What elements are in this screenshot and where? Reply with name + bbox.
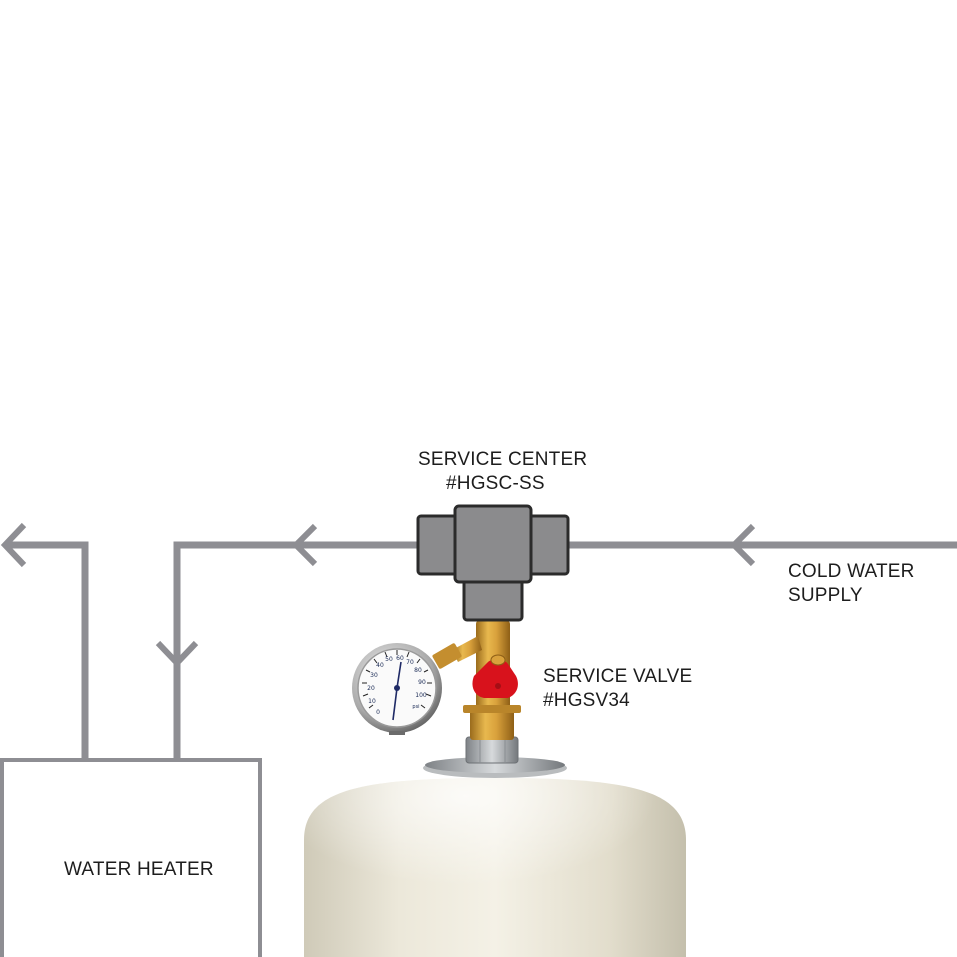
expansion-tank <box>304 757 686 957</box>
gauge-scale-label: 40 <box>376 662 384 669</box>
arrow-down-icon <box>155 640 199 668</box>
gauge-scale-label: 90 <box>418 679 426 686</box>
cold-water-supply-label: COLD WATER SUPPLY <box>788 560 915 608</box>
service-center-bottom-port <box>462 576 524 622</box>
service-valve-part-number: #HGSV34 <box>543 690 630 711</box>
heater-outlet-pipe <box>8 541 89 760</box>
service-valve <box>432 620 521 740</box>
service-center-label: SERVICE CENTER #HGSC-SS <box>418 448 587 496</box>
water-heater-box <box>0 758 262 957</box>
gauge-scale: 0 10 20 30 40 50 60 70 80 90 100 psi <box>367 655 427 716</box>
arrow-left-icon <box>729 523 756 567</box>
valve-handle <box>472 659 518 698</box>
gauge-scale-label: 20 <box>367 685 375 692</box>
gauge-needle <box>392 687 398 721</box>
service-center-fitting <box>416 504 570 622</box>
cold-water-line2: SUPPLY <box>788 585 863 606</box>
gauge-scale-label: 80 <box>414 667 422 674</box>
service-valve-title: SERVICE VALVE <box>543 666 693 687</box>
arrow-left-icon <box>291 523 318 567</box>
water-heater-label: WATER HEATER <box>64 859 214 880</box>
piping <box>8 541 957 760</box>
heater-inlet-pipe <box>173 541 418 760</box>
flow-arrows <box>0 522 756 668</box>
gauge-scale-label: 70 <box>406 659 414 666</box>
gauge-ticks <box>362 650 432 709</box>
gauge-scale-label: 0 <box>376 709 380 716</box>
service-center-body <box>453 504 533 584</box>
service-center-title: SERVICE CENTER <box>418 449 588 470</box>
service-center-part-number: #HGSC-SS <box>446 473 545 494</box>
gauge-unit: psi <box>412 704 419 710</box>
gauge-scale-label: 100 <box>415 692 427 699</box>
gauge-scale-label: 60 <box>396 655 404 662</box>
arrow-left-icon <box>0 522 27 568</box>
cold-water-line1: COLD WATER <box>788 561 915 582</box>
tank-connector <box>465 736 519 764</box>
gauge-scale-label: 10 <box>368 698 376 705</box>
gauge-scale-label: 30 <box>370 672 378 679</box>
service-valve-label: SERVICE VALVE #HGSV34 <box>543 665 692 713</box>
gauge-scale-label: 50 <box>385 656 393 663</box>
pressure-gauge: 0 10 20 30 40 50 60 70 80 90 100 psi <box>352 643 442 735</box>
